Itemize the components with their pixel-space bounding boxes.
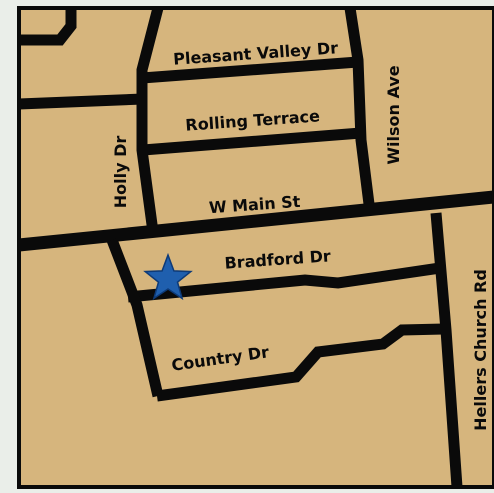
road-hellers-church-rd [430,212,463,488]
road-rolling-terrace [142,127,362,156]
label-hellers-church-rd: Hellers Church Rd [471,269,490,431]
road-left-spur [18,93,144,110]
land-area [19,8,494,487]
road-bradford-dr [127,262,441,303]
star-icon[interactable] [143,252,193,301]
road-top-left [19,8,77,46]
roads [18,6,494,488]
map-border [17,6,494,489]
road-connector [106,238,164,398]
road-country-dr [156,323,445,402]
road-holly-dr [136,6,164,233]
label-holly-dr: Holly Dr [111,136,130,209]
label-wilson-ave: Wilson Ave [384,65,403,164]
road-pleasant-valley-dr [141,56,359,84]
road-w-main-st [18,190,494,252]
road-wilson-ave [344,7,376,213]
